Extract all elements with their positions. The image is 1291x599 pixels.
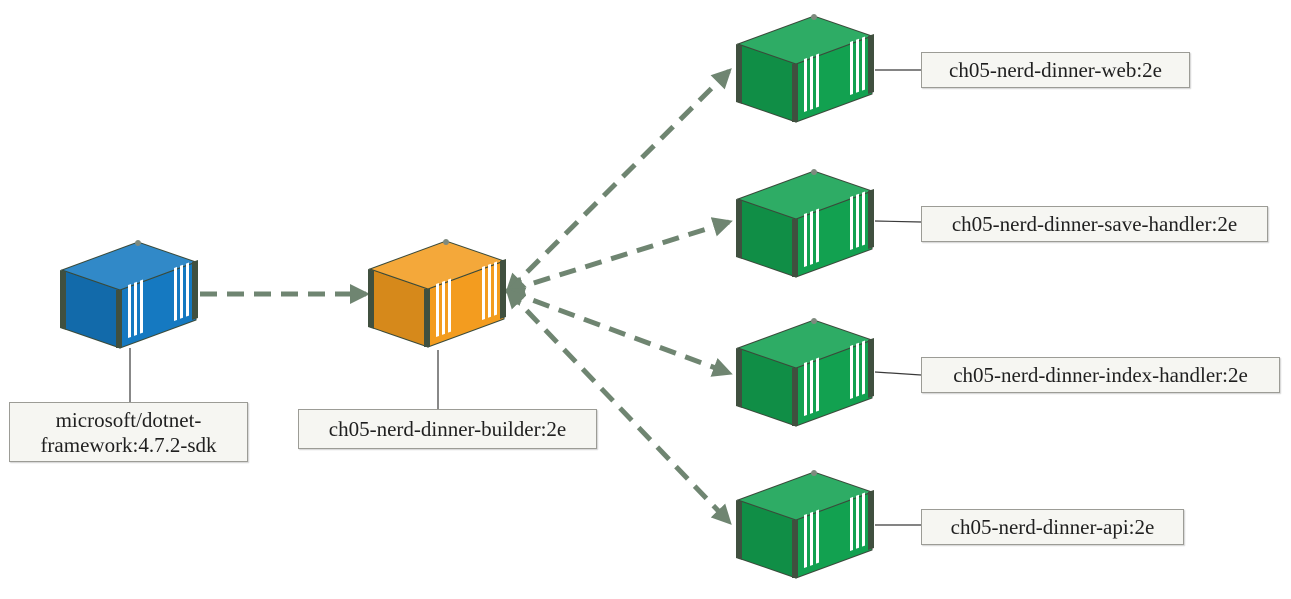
arrow-builder-to-api bbox=[505, 288, 732, 525]
base-image-label-line1: microsoft/dotnet- bbox=[55, 408, 202, 432]
arrow-builder-to-web bbox=[505, 68, 732, 294]
index-handler-image-label: ch05-nerd-dinner-index-handler:2e bbox=[921, 357, 1280, 393]
web-image-label: ch05-nerd-dinner-web:2e bbox=[921, 52, 1190, 88]
arrow-builder-to-save-handler bbox=[504, 217, 733, 296]
dependency-arrows bbox=[200, 68, 733, 525]
connector-save-handler bbox=[874, 220, 922, 223]
connector-index-handler bbox=[874, 371, 922, 376]
base-image-label-line2: framework:4.7.2-sdk bbox=[40, 433, 217, 457]
container-icon-base bbox=[60, 240, 198, 349]
api-image-label: ch05-nerd-dinner-api:2e bbox=[921, 509, 1184, 545]
container-icon-web bbox=[736, 14, 874, 123]
container-icon-index-handler bbox=[736, 318, 874, 427]
base-image-label: microsoft/dotnet- framework:4.7.2-sdk bbox=[9, 402, 248, 462]
container-icon-builder bbox=[368, 239, 506, 348]
container-icon-api bbox=[736, 470, 874, 579]
container-icon-save-handler bbox=[736, 169, 874, 278]
arrow-builder-to-index-handler bbox=[504, 287, 733, 377]
builder-image-label: ch05-nerd-dinner-builder:2e bbox=[298, 409, 597, 449]
container-icons bbox=[60, 14, 874, 579]
save-handler-image-label: ch05-nerd-dinner-save-handler:2e bbox=[921, 206, 1268, 242]
